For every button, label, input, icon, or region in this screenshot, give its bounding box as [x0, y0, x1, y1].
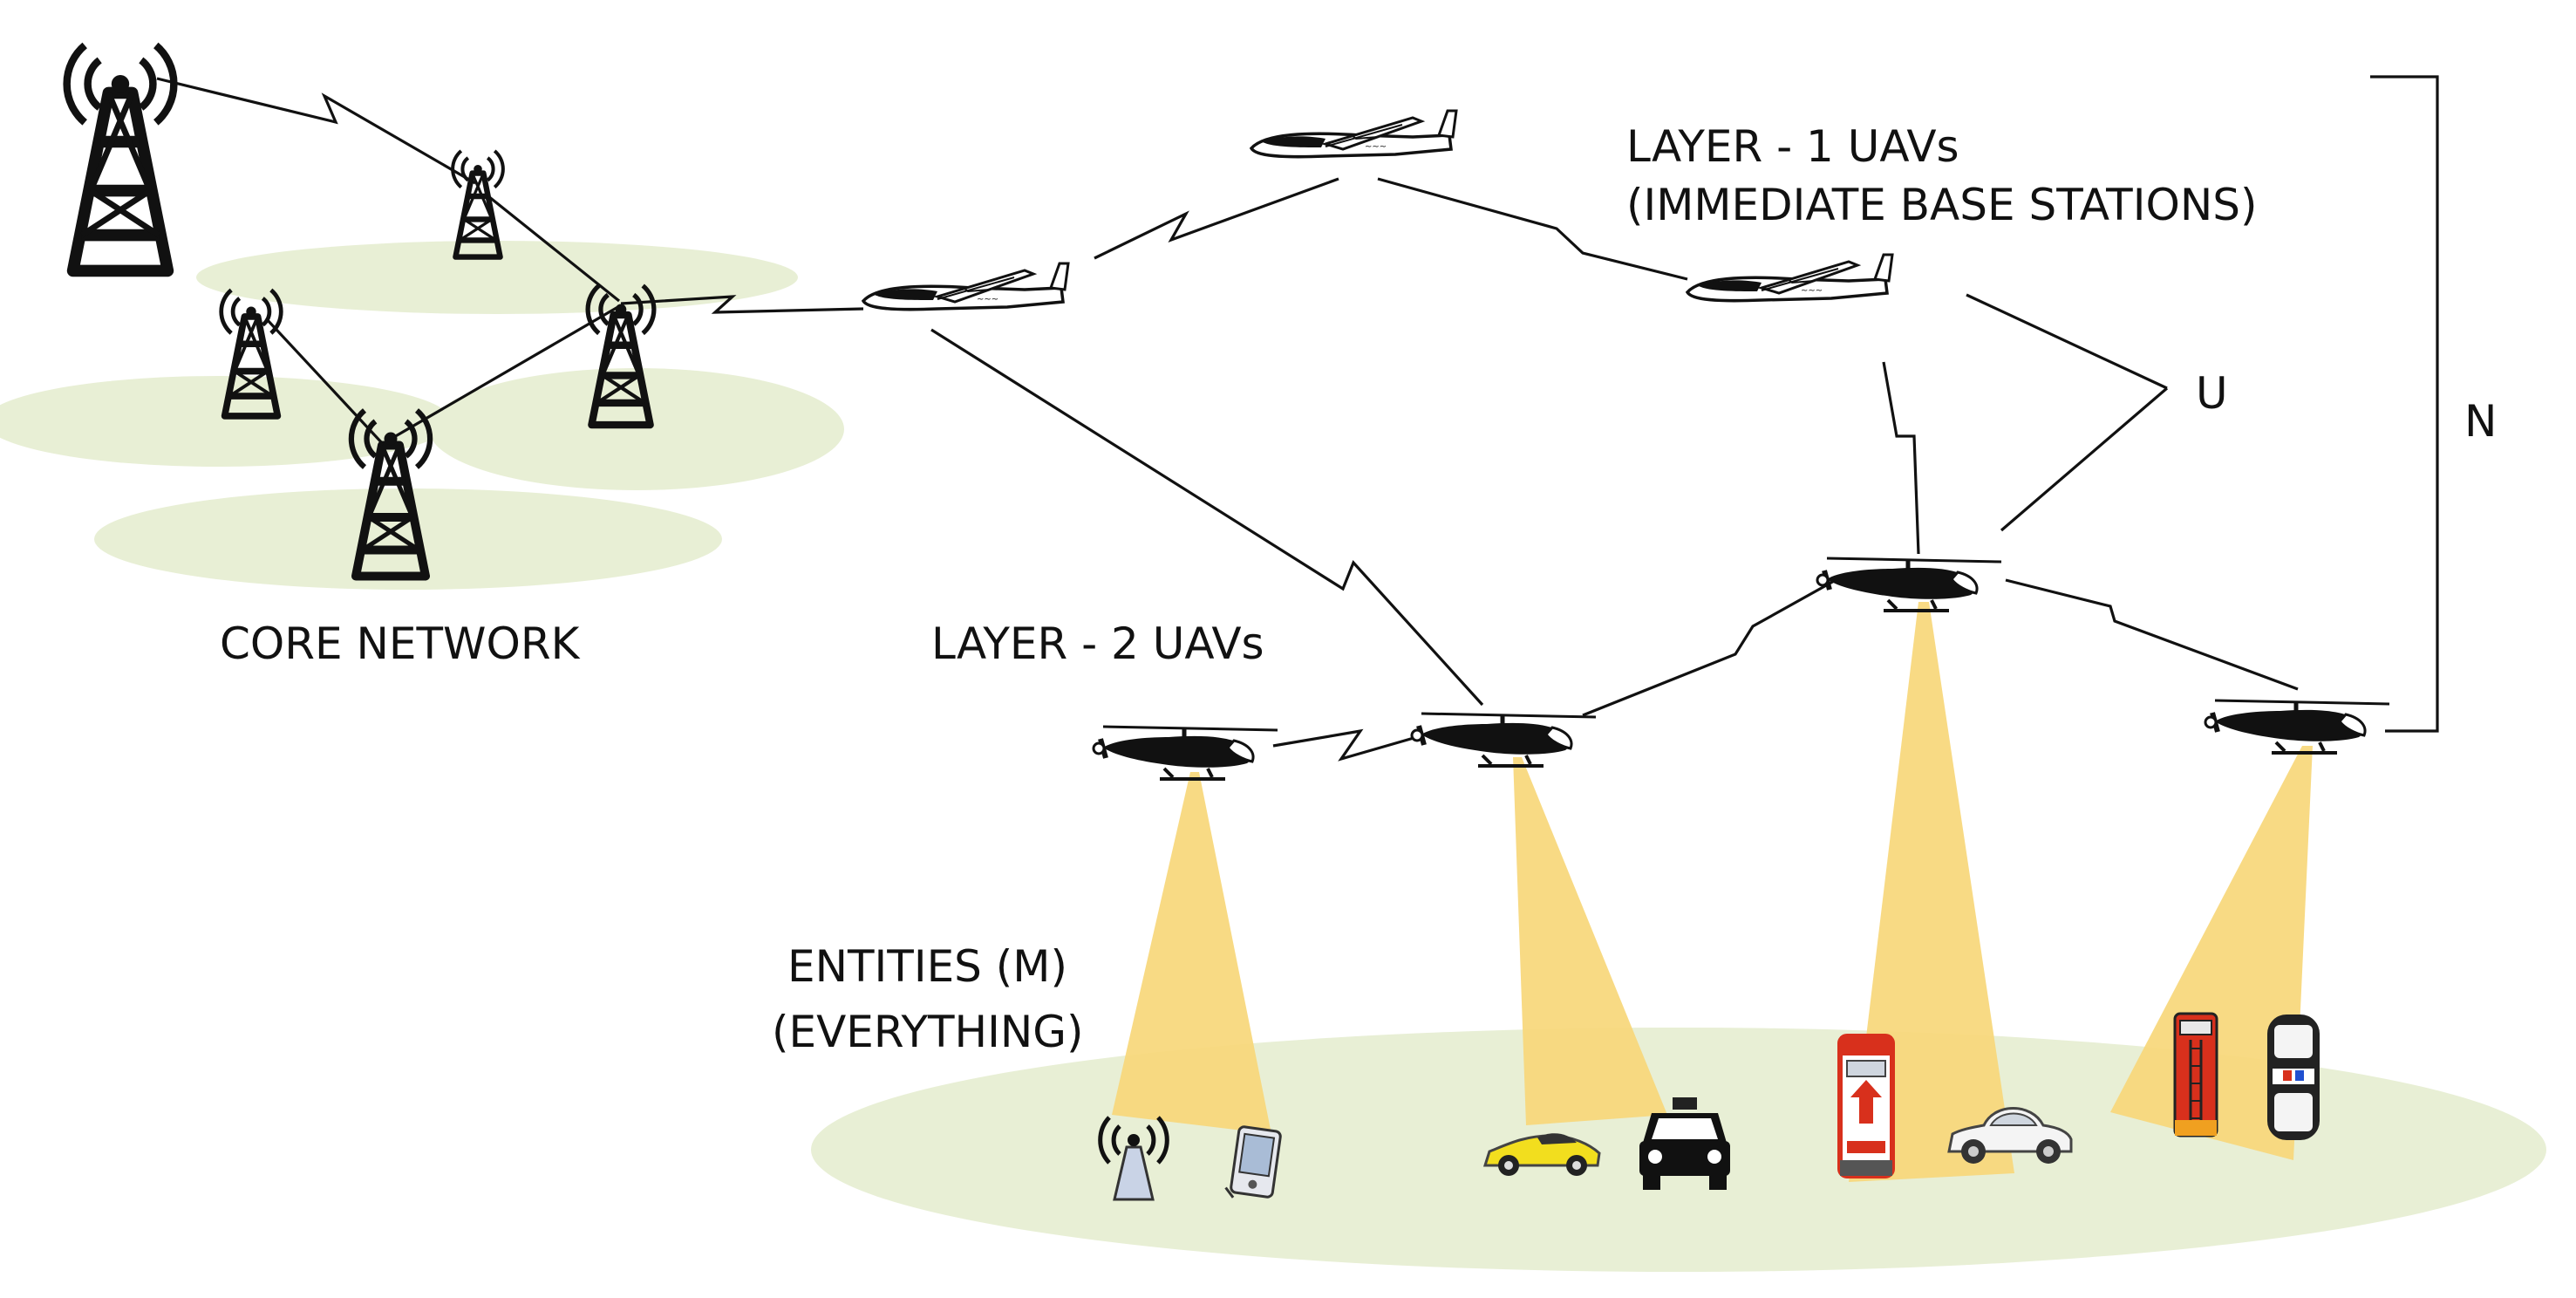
cell-tower-icon: [221, 290, 282, 416]
fire-truck-icon: [2173, 1012, 2218, 1137]
wireless-access-point-icon: [1098, 1116, 1169, 1201]
fixed-wing-uav-icon: [1686, 253, 1894, 303]
rotary-uav-icon: [2205, 700, 2389, 753]
cell-tower-icon: [453, 151, 503, 257]
layer-1-sublabel: (IMMEDIATE BASE STATIONS): [1626, 180, 2257, 230]
handheld-device-icon: [1224, 1125, 1282, 1199]
entities: [1098, 1012, 2320, 1201]
layer-1-label: LAYER - 1 UAVs: [1626, 121, 1959, 172]
layer-2-uavs: [1094, 558, 2389, 779]
fixed-wing-uav-icon: [1250, 109, 1458, 159]
rotary-uav-icon: [1817, 558, 2001, 611]
taxi-icon: [1639, 1097, 1730, 1190]
layer-2-label: LAYER - 2 UAVs: [931, 618, 1264, 669]
u-label: U: [2196, 368, 2228, 419]
fixed-wing-uav-icon: [862, 262, 1070, 311]
entities-sublabel: (EVERYTHING): [772, 1007, 1084, 1057]
layer-bracket: [2370, 75, 2439, 733]
n-label: N: [2464, 396, 2497, 447]
rotary-uav-icon: [1412, 714, 1596, 766]
core-network-label: CORE NETWORK: [220, 618, 581, 669]
entities-label: ENTITIES (M): [787, 941, 1067, 992]
rotary-uav-icon: [1094, 727, 1278, 779]
police-car-icon: [2267, 1014, 2320, 1140]
car-icon: [1482, 1133, 1601, 1176]
ambulance-icon: [1837, 1034, 1895, 1178]
wireless-links: [156, 77, 2299, 762]
labels: CORE NETWORK LAYER - 1 UAVs (IMMEDIATE B…: [220, 121, 2497, 1057]
